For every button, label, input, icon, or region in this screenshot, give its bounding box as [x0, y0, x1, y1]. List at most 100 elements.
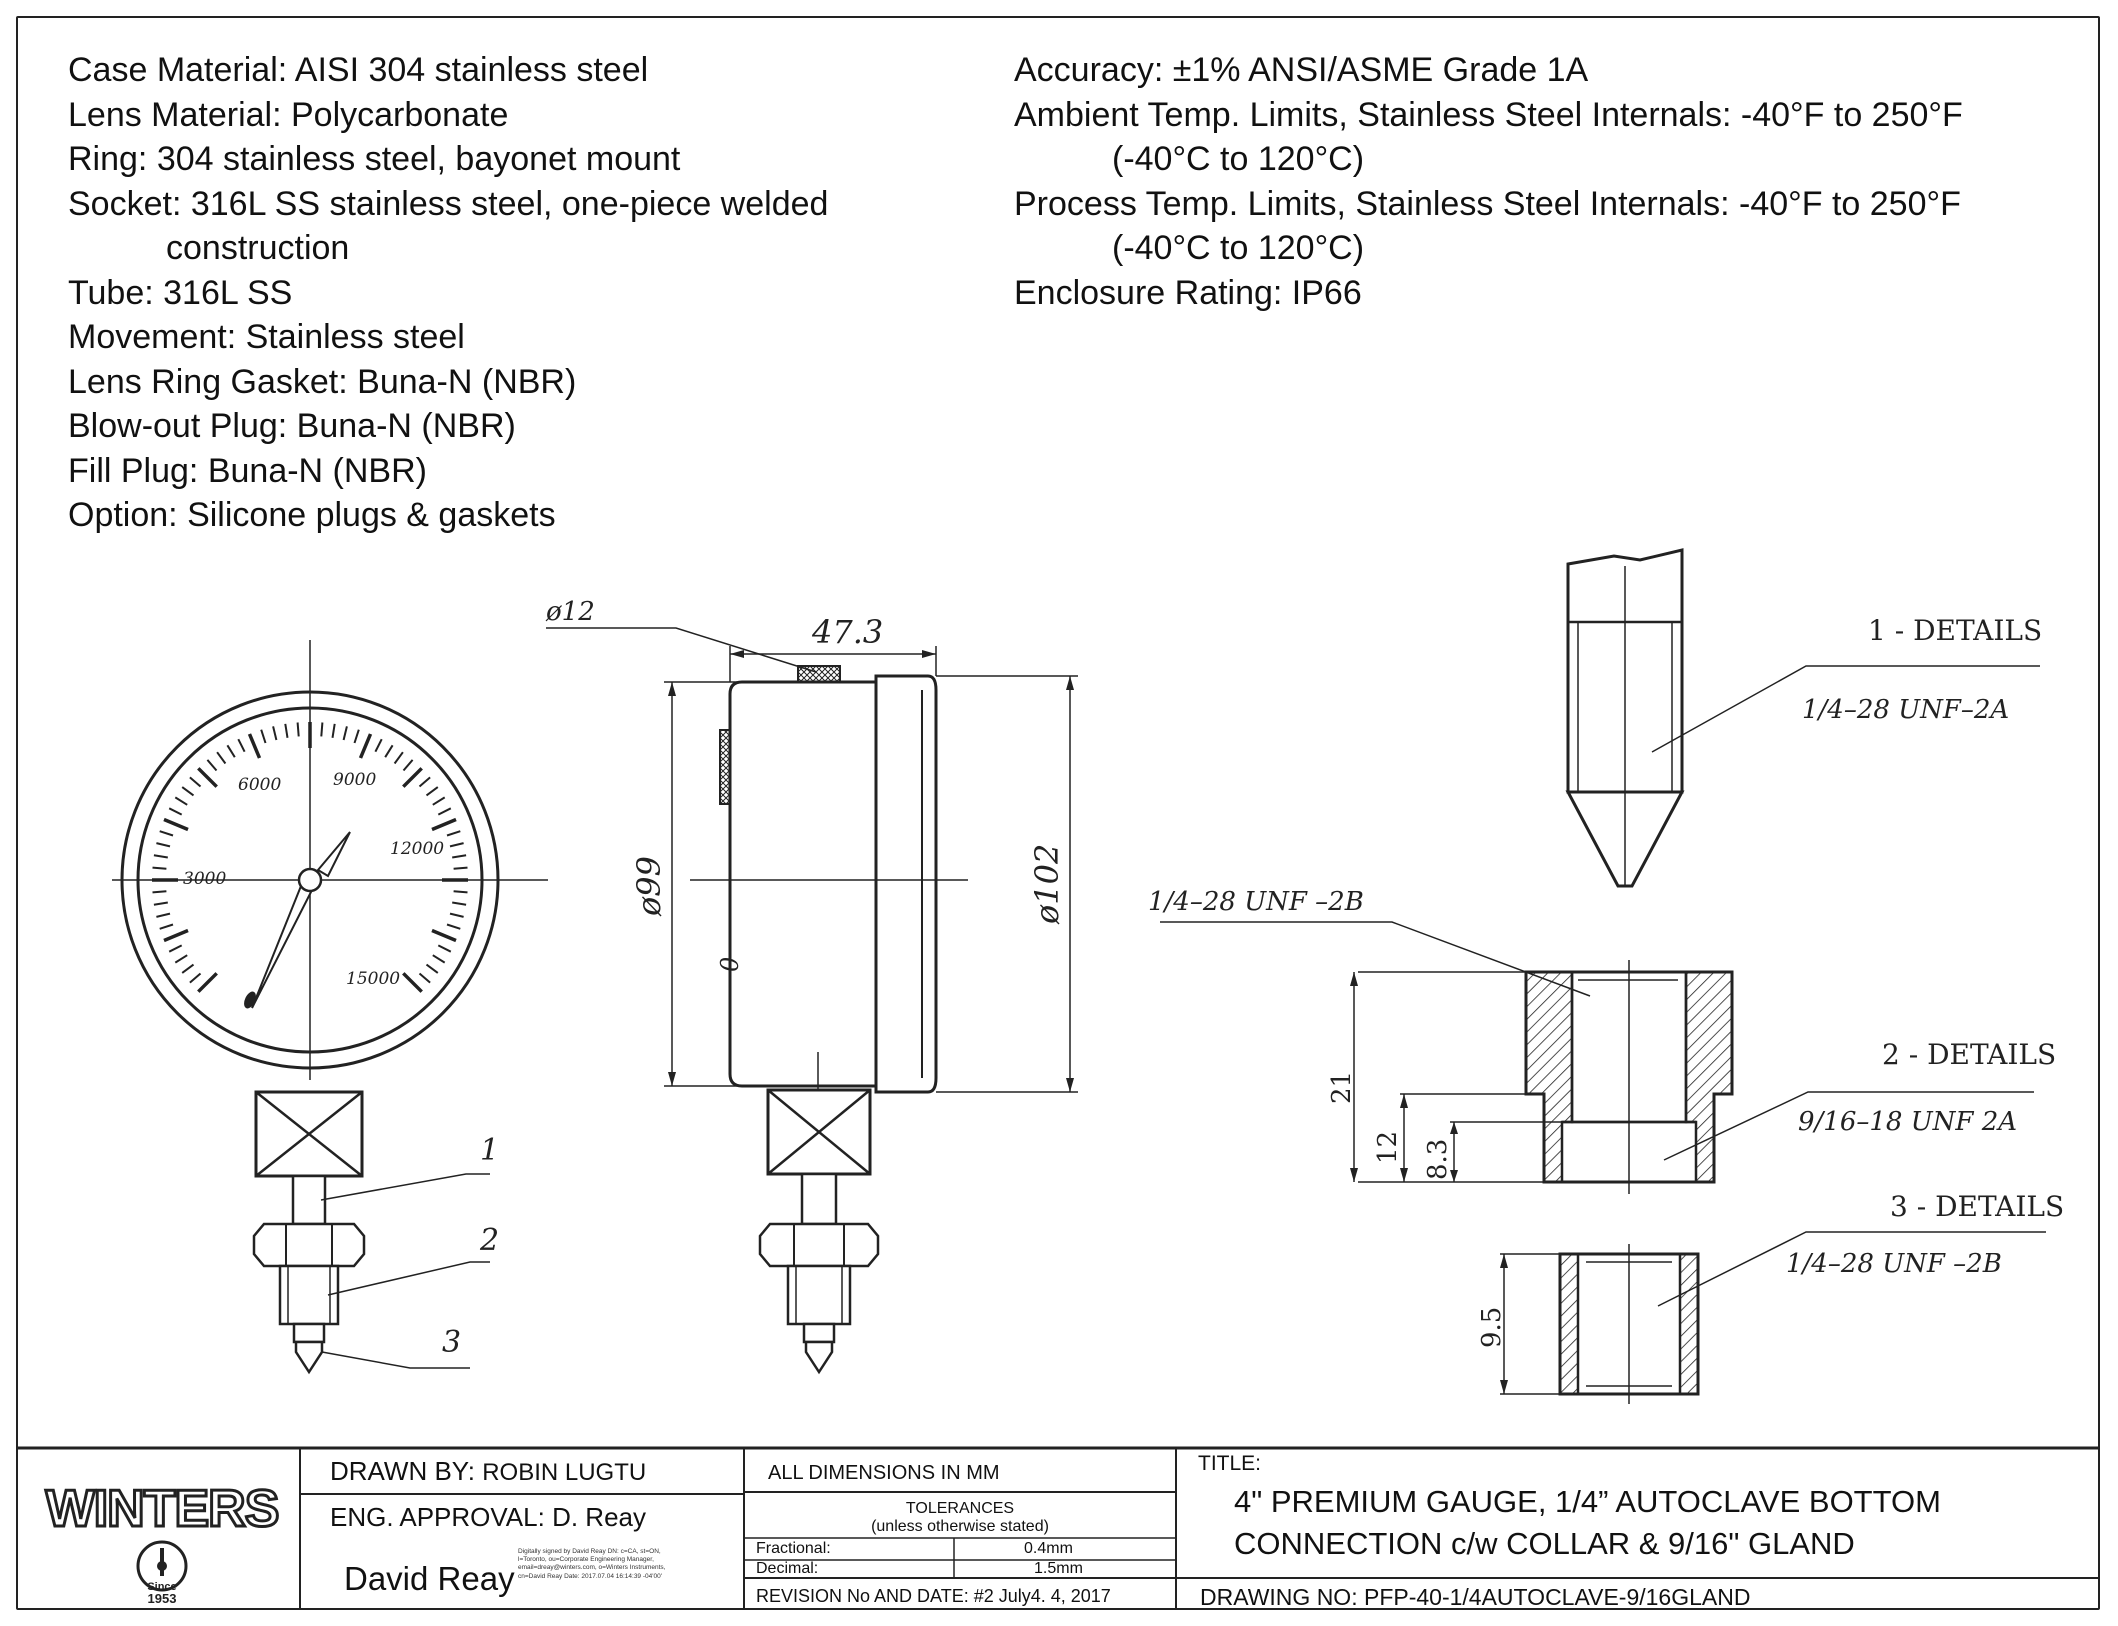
dial-minor-tick	[446, 830, 461, 837]
eng-approval-label: ENG. APPROVAL:	[330, 1502, 545, 1532]
dial-minor-tick	[152, 890, 167, 894]
dial-minor-tick	[226, 744, 236, 758]
dial-minor-tick	[453, 866, 468, 870]
dial-label-6000: 6000	[238, 775, 281, 795]
callout-3: 3	[442, 1325, 461, 1360]
decimal-label: Decimal:	[756, 1560, 819, 1577]
leader-fill-plug	[546, 627, 817, 673]
case-zero-mark: 0	[716, 957, 744, 972]
spec-ambient-temp: Ambient Temp. Limits, Stainless Steel In…	[1014, 95, 1963, 134]
dial-minor-tick	[393, 751, 404, 765]
detail-1-leader	[1651, 665, 2040, 753]
dial-minor-tick	[320, 722, 324, 737]
spec-socket: Socket: 316L SS stainless steel, one-pie…	[68, 184, 829, 223]
dial-minor-tick	[153, 901, 168, 906]
dial-minor-tick	[260, 729, 267, 744]
dial-minor-tick	[453, 890, 468, 894]
callout-leader-1	[320, 1173, 490, 1201]
title-line-1: 4" PREMIUM GAUGE, 1/4” AUTOCLAVE BOTTOM	[1234, 1484, 1941, 1519]
callout-2: 2	[479, 1223, 499, 1258]
detail-2-top-thread: 1/4–28 UNF –2B	[1148, 887, 1364, 917]
decimal-value: 1.5mm	[1034, 1560, 1083, 1577]
dial-major-tick	[358, 733, 373, 759]
dial-major-tick	[431, 928, 457, 943]
spec-fill-plug: Fill Plug: Buna-N (NBR)	[68, 451, 427, 490]
dial-minor-tick	[296, 722, 300, 737]
detail-3-leader	[1657, 1231, 2046, 1307]
dial-minor-tick	[189, 776, 202, 788]
dial-minor-tick	[272, 726, 278, 741]
dial-minor-tick	[437, 807, 452, 816]
spec-process-temp: Process Temp. Limits, Stainless Steel In…	[1014, 184, 1961, 223]
eng-approval: ENG. APPROVAL: D. Reay	[330, 1502, 646, 1533]
logo-wordmark: WINTERS	[46, 1480, 279, 1538]
spec-lens-material: Lens Material: Polycarbonate	[68, 95, 509, 134]
fractional-label: Fractional:	[756, 1540, 831, 1557]
cone-tip	[294, 1340, 324, 1375]
dial-minor-tick	[432, 954, 446, 964]
dial-minor-tick	[181, 963, 195, 974]
title-line-2: CONNECTION c/w COLLAR & 9/16" GLAND	[1234, 1526, 1855, 1561]
detail-2-top-leader	[1160, 921, 1591, 997]
dial-minor-tick	[432, 796, 446, 806]
title-label: TITLE:	[1198, 1452, 1262, 1475]
spec-ambient-temp-c: (-40°C to 120°C)	[1112, 140, 1365, 178]
detail-2-leader	[1663, 1091, 2034, 1161]
dial-minor-tick	[374, 738, 383, 753]
dial-minor-tick	[153, 854, 168, 859]
spec-case-material: Case Material: AISI 304 stainless steel	[68, 51, 649, 89]
gauge-side-view	[546, 627, 1078, 1375]
dial-minor-tick	[168, 944, 183, 953]
tolerances-heading: TOLERANCES	[905, 1500, 1015, 1517]
dial-minor-tick	[152, 866, 167, 870]
detail-2-title: 2 - DETAILS	[1882, 1038, 2056, 1071]
eng-approval-value: D. Reay	[552, 1502, 646, 1532]
detail-1-thread: 1/4–28 UNF–2A	[1802, 695, 2009, 725]
dim-text-8-3: 8.3	[1423, 1139, 1453, 1180]
specs-left: Case Material: AISI 304 stainless steel …	[68, 48, 828, 538]
dial-major-tick	[402, 972, 423, 993]
dial-major-tick	[163, 817, 189, 832]
dial-minor-tick	[159, 830, 174, 837]
dial-major-tick	[197, 972, 218, 993]
dial-minor-tick	[446, 923, 461, 930]
spec-tube: Tube: 316L SS	[68, 273, 293, 312]
gauge-pointer	[251, 884, 313, 1009]
dial-minor-tick	[206, 759, 218, 772]
dim-text-9-5: 9.5	[1477, 1307, 1507, 1348]
dim-text-99: ø99	[630, 856, 668, 917]
dial-tick-marks	[152, 722, 468, 993]
dial-major-tick	[163, 928, 189, 943]
fractional-value: 0.4mm	[1024, 1540, 1073, 1557]
dial-label-9000: 9000	[333, 770, 376, 790]
case-body	[728, 680, 878, 1088]
spec-accuracy: Accuracy: ±1% ANSI/ASME Grade 1A	[1014, 51, 1589, 89]
dial-minor-tick	[425, 963, 439, 974]
dial-major-tick	[431, 817, 457, 832]
drawing-number: DRAWING NO: PFP-40-1/4AUTOCLAVE-9/16GLAN…	[1200, 1584, 1750, 1611]
dial-label-3000: 3000	[183, 869, 226, 889]
dial-minor-tick	[452, 901, 467, 906]
spec-ring: Ring: 304 stainless steel, bayonet mount	[68, 140, 681, 178]
gauge-front-view	[112, 640, 548, 1375]
spec-option: Option: Silicone plugs & gaskets	[68, 496, 556, 534]
dial-minor-tick	[284, 723, 289, 738]
title-block	[16, 1446, 2100, 1610]
detail-2-thread: 9/16–18 UNF 2A	[1798, 1107, 2017, 1137]
dial-minor-tick	[449, 842, 464, 848]
gland-nut	[252, 1222, 366, 1268]
dial-minor-tick	[181, 786, 195, 797]
signature: David Reay	[344, 1560, 515, 1597]
dial-minor-tick	[331, 723, 336, 738]
gauge-pointer-tail	[316, 831, 351, 878]
dial-minor-tick	[449, 912, 464, 918]
logo-year: 1953	[148, 1591, 177, 1606]
detail-3-thread: 1/4–28 UNF –2B	[1786, 1249, 2002, 1279]
dial-minor-tick	[402, 759, 414, 772]
dial-minor-tick	[452, 854, 467, 859]
dim-text-102: ø102	[1028, 844, 1066, 925]
drawing-number-value: PFP-40-1/4AUTOCLAVE-9/16GLAND	[1363, 1584, 1751, 1610]
callout-1: 1	[480, 1133, 499, 1168]
drawn-by-label: DRAWN BY:	[330, 1456, 475, 1486]
